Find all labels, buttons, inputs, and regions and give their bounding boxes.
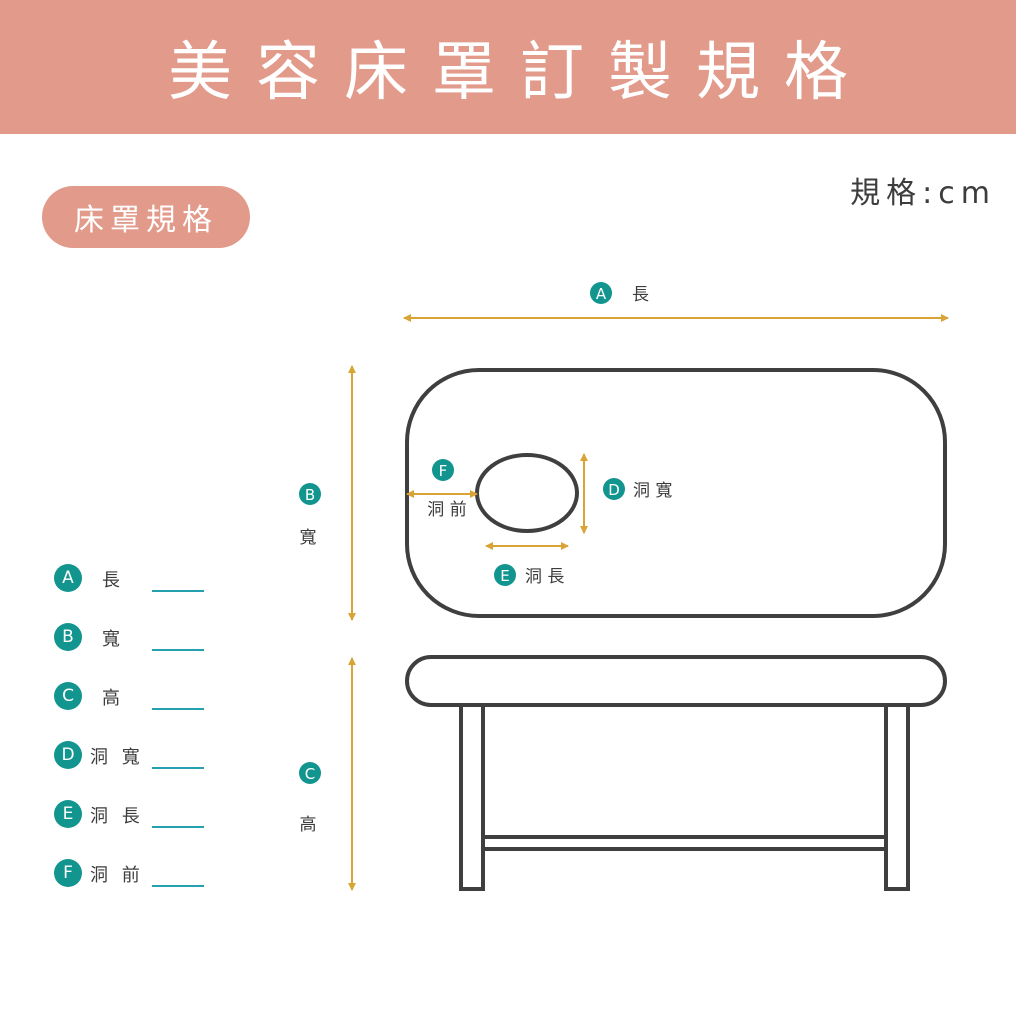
dimension-a-badge-letter: A bbox=[596, 285, 607, 303]
dimension-b-label: 寬 bbox=[300, 528, 317, 548]
dimension-a-badge bbox=[590, 282, 612, 304]
legend-label-b: 寬 bbox=[102, 629, 124, 650]
bed-leg-right bbox=[884, 703, 910, 891]
legend-label-f: 洞 前 bbox=[90, 865, 144, 886]
badge-f: F bbox=[54, 859, 82, 887]
badge-e: E bbox=[54, 800, 82, 828]
dimension-f-marker: F 洞 前 bbox=[427, 459, 467, 520]
dimension-a-marker: A 長 bbox=[590, 282, 649, 305]
legend-label-a: 長 bbox=[102, 570, 124, 591]
dimension-c-badge-letter: C bbox=[305, 765, 315, 783]
dimension-a-label: 長 bbox=[632, 285, 649, 305]
blank-line-a bbox=[152, 590, 204, 592]
dimension-f-badge-letter: F bbox=[439, 462, 448, 480]
legend-item-b: B 寬 bbox=[54, 621, 224, 655]
legend-label-c: 高 bbox=[102, 688, 124, 709]
bed-top-outline bbox=[405, 368, 947, 618]
legend-label-e: 洞 長 bbox=[90, 806, 144, 827]
dimension-d-label: 洞 寬 bbox=[633, 481, 672, 501]
legend-item-f: F 洞 前 bbox=[54, 857, 224, 891]
blank-line-e bbox=[152, 826, 204, 828]
legend-item-a: A 長 bbox=[54, 562, 224, 596]
blank-line-b bbox=[152, 649, 204, 651]
blank-line-f bbox=[152, 885, 204, 887]
bed-crossbar bbox=[481, 835, 888, 851]
dimension-d-badge-letter: D bbox=[608, 481, 620, 499]
legend-item-e: E 洞 長 bbox=[54, 798, 224, 832]
bed-leg-left bbox=[459, 703, 485, 891]
dimension-e-marker: E 洞 長 bbox=[494, 564, 564, 587]
blank-line-d bbox=[152, 767, 204, 769]
legend-label-d: 洞 寬 bbox=[90, 747, 144, 768]
dimension-c-badge bbox=[299, 762, 321, 784]
section-title: 床罩規格 bbox=[42, 186, 250, 248]
badge-d: D bbox=[54, 741, 82, 769]
dimension-e-badge-letter: E bbox=[500, 567, 509, 585]
badge-a: A bbox=[54, 564, 82, 592]
face-hole bbox=[475, 453, 579, 533]
dimension-f-badge bbox=[432, 459, 454, 481]
dimension-b-badge-letter: B bbox=[305, 486, 315, 504]
page-title: 美容床罩訂製規格 bbox=[168, 36, 872, 110]
badge-b: B bbox=[54, 623, 82, 651]
legend-item-d: D 洞 寬 bbox=[54, 739, 224, 773]
dimension-b-badge bbox=[299, 483, 321, 505]
dimension-c-marker: C 高 bbox=[299, 762, 321, 835]
unit-label: 規格:cm bbox=[850, 176, 996, 211]
dimension-f-label: 洞 前 bbox=[427, 500, 466, 520]
dimension-b-marker: B 寬 bbox=[299, 483, 321, 548]
dimension-c-label: 高 bbox=[300, 815, 317, 835]
bed-side-top bbox=[405, 655, 947, 707]
dimension-d-marker: D 洞 寬 bbox=[603, 478, 672, 501]
dimension-e-label: 洞 長 bbox=[525, 567, 564, 587]
section-title-text: 床罩規格 bbox=[74, 203, 218, 238]
header-banner: 美容床罩訂製規格 bbox=[0, 0, 1016, 134]
dimension-d-badge bbox=[603, 478, 625, 500]
legend-item-c: C 高 bbox=[54, 680, 224, 714]
blank-line-c bbox=[152, 708, 204, 710]
dimension-e-badge bbox=[494, 564, 516, 586]
badge-c: C bbox=[54, 682, 82, 710]
